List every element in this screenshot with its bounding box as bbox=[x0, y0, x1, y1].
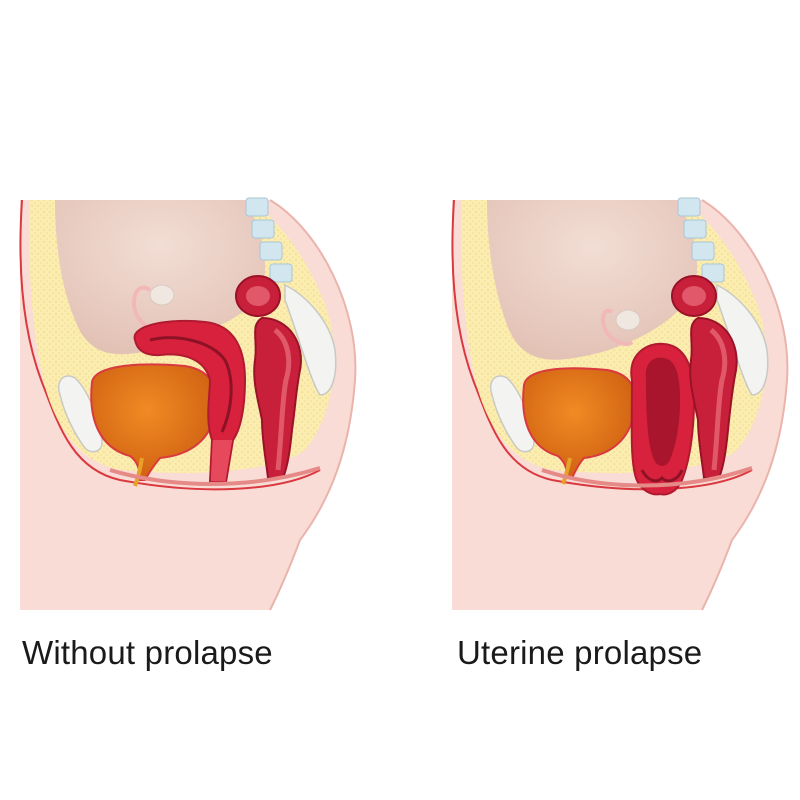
pubic-bone bbox=[58, 375, 103, 453]
spine bbox=[245, 197, 337, 396]
panel-uterine-prolapse bbox=[451, 197, 789, 611]
perineum bbox=[109, 466, 321, 486]
abdominal-wall-line bbox=[19, 199, 321, 491]
uterine-cavity bbox=[149, 336, 233, 433]
abdominal-cavity bbox=[487, 200, 698, 360]
urethra bbox=[561, 457, 572, 485]
bladder bbox=[522, 367, 637, 479]
urethra bbox=[133, 457, 144, 487]
caption-uterine-prolapse: Uterine prolapse bbox=[457, 634, 703, 671]
panel-without-prolapse bbox=[19, 197, 357, 611]
caption-without-prolapse: Without prolapse bbox=[22, 634, 273, 671]
bladder bbox=[90, 363, 217, 481]
cervix bbox=[640, 469, 684, 483]
rectum bbox=[671, 275, 738, 479]
abdominal-cavity bbox=[55, 200, 266, 355]
ovary bbox=[601, 308, 641, 347]
perineum bbox=[541, 466, 753, 488]
body-outline bbox=[701, 199, 789, 611]
body-outline bbox=[269, 199, 357, 611]
uterine-cavity bbox=[645, 357, 680, 466]
rectum bbox=[235, 275, 302, 479]
